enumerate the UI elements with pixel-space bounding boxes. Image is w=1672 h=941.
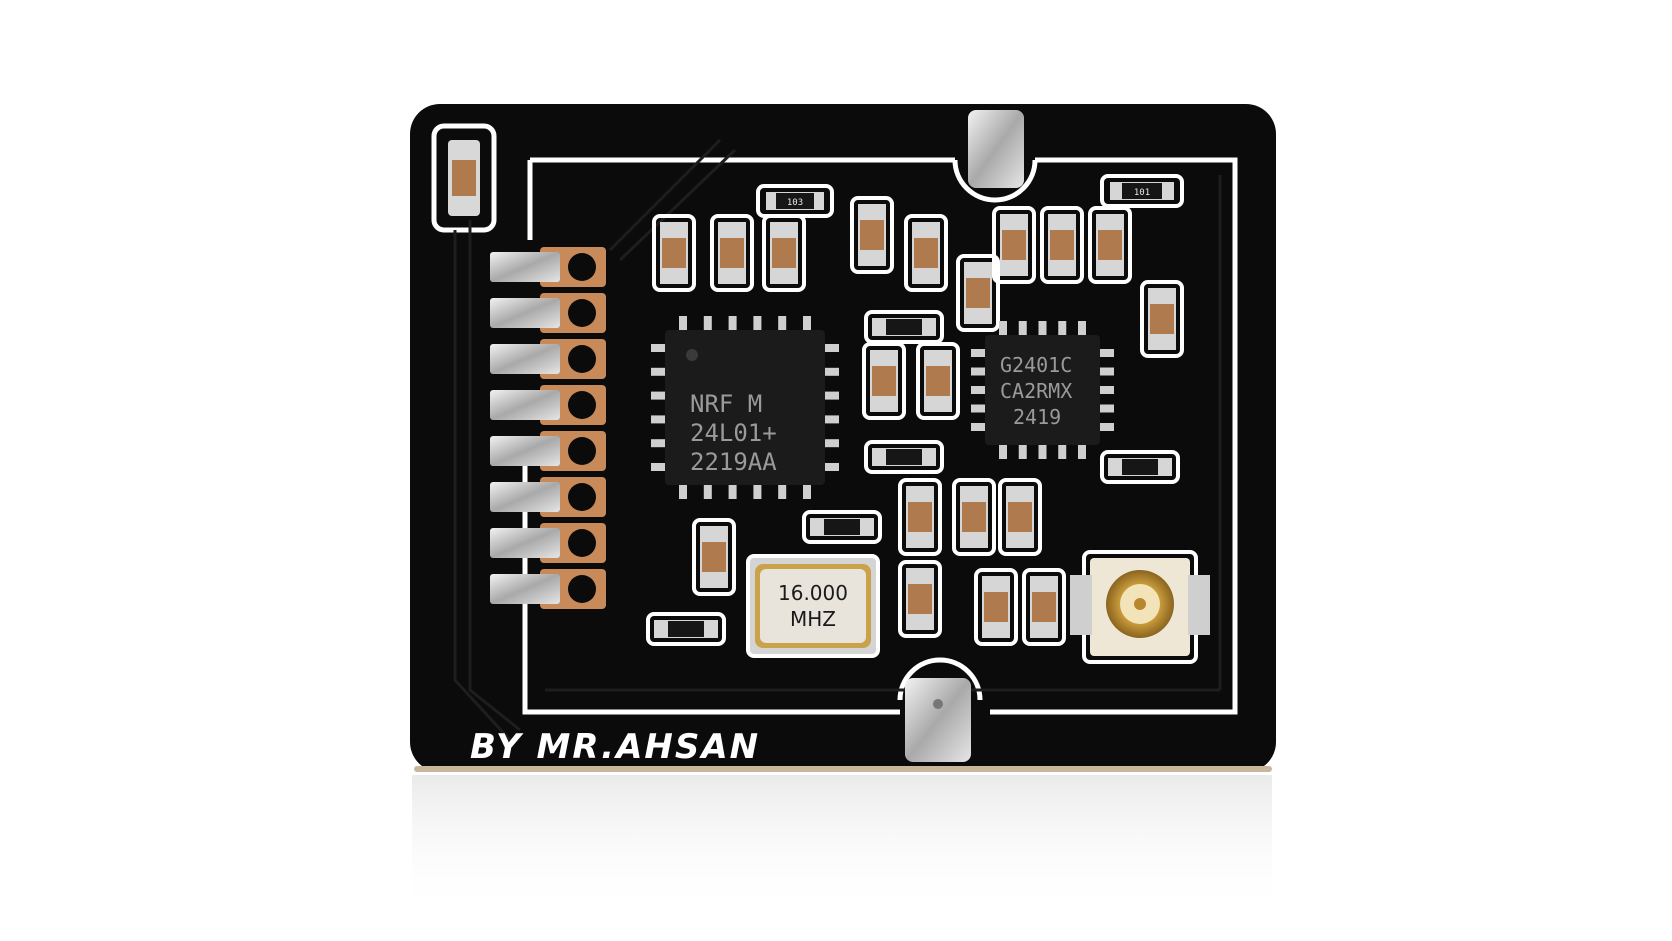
smd-part (710, 214, 754, 292)
nrf-chip-line-3: 2219AA (690, 448, 777, 476)
ufl-antenna-connector (1070, 550, 1210, 664)
smd-part (850, 196, 894, 274)
header-pin (490, 477, 606, 517)
crystal-frequency: 16.000 (778, 581, 848, 605)
smd-part (956, 254, 1000, 332)
pin-header (490, 247, 606, 609)
smd-part (762, 214, 806, 292)
smd-part (898, 560, 942, 638)
header-pin (490, 431, 606, 471)
nrf-chip-line-1: NRF M (690, 390, 762, 418)
resistor-r101: 101 (1100, 174, 1184, 208)
header-pin (490, 523, 606, 563)
smd-part (898, 478, 942, 556)
nrf24l01-chip: NRF M 24L01+ 2219AA (651, 316, 839, 499)
smd-part (1140, 280, 1184, 358)
smd-part (652, 214, 696, 292)
nrf-chip-line-2: 24L01+ (690, 419, 777, 447)
smd-part (974, 568, 1018, 646)
smd-part (802, 510, 882, 544)
resistor-label-101: 101 (1134, 188, 1150, 198)
brand-silkscreen: BY MR.AHSAN (470, 727, 760, 767)
copper-traces (453, 138, 1222, 742)
smd-part (692, 518, 736, 596)
resistor-label-103: 103 (787, 198, 803, 208)
resistor-r103: 103 (756, 184, 834, 218)
smd-part (864, 440, 944, 474)
smd-part (1022, 568, 1066, 646)
smd-part (864, 310, 944, 344)
crystal-unit: MHZ (790, 607, 836, 631)
smd-part (992, 206, 1036, 284)
smd-part (998, 478, 1042, 556)
header-pin (490, 293, 606, 333)
crystal-oscillator: 16.000 MHZ (746, 554, 880, 658)
corner-capacitor (448, 140, 480, 216)
smd-part (1040, 206, 1084, 284)
header-pin (490, 339, 606, 379)
header-pin (490, 247, 606, 287)
rf-amplifier-chip: G2401C CA2RMX 2419 (971, 321, 1114, 459)
board-reflection (412, 775, 1272, 915)
smd-part (952, 478, 996, 556)
smd-part (646, 612, 726, 646)
header-pin (490, 385, 606, 425)
smd-part (1100, 450, 1180, 484)
amp-chip-line-2: CA2RMX (1000, 379, 1072, 403)
pcb-edge (414, 766, 1272, 772)
smd-part (916, 342, 960, 420)
smd-part (904, 214, 948, 292)
amp-chip-line-3: 2419 (1013, 405, 1061, 429)
smd-components (646, 196, 1184, 646)
bottom-mounting-tab (905, 678, 971, 762)
smd-part (862, 342, 906, 420)
top-mounting-tab (968, 110, 1024, 188)
amp-chip-line-1: G2401C (1000, 353, 1072, 377)
smd-part (1088, 206, 1132, 284)
header-pin (490, 569, 606, 609)
